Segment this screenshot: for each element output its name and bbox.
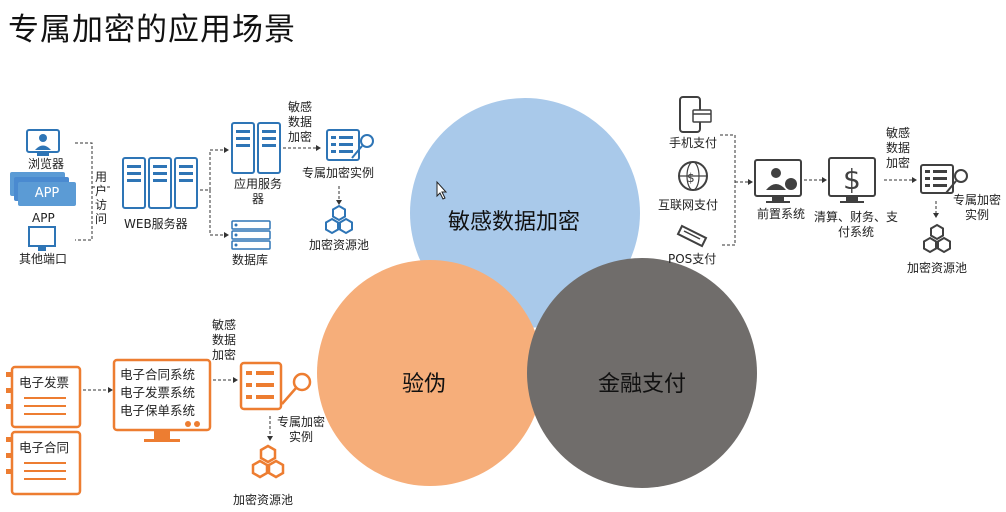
e-invoice-label: 电子发票: [19, 375, 70, 390]
mobile-pay-label: 手机支付: [669, 136, 718, 150]
system-item-2: 电子发票系统: [120, 385, 196, 400]
page-title: 专属加密的应用场景: [8, 12, 296, 48]
clearing-system-icon: $: [828, 157, 876, 203]
resource-pool-icon-verify: [251, 444, 285, 479]
dedicated-instance-label-web: 专属加密实例: [301, 166, 374, 180]
crypto-instance-icon-finance: [920, 164, 968, 194]
database-label: 数据库: [232, 253, 269, 267]
browser-label: 浏览器: [28, 157, 65, 171]
app-badge-label: APP: [34, 186, 60, 201]
circle-label-right: 金融支付: [598, 372, 687, 397]
app-server-icon: [231, 122, 281, 174]
circle-label-top: 敏感数据加密: [448, 210, 581, 235]
e-contract-label: 电子合同: [19, 440, 70, 455]
system-item-1: 电子合同系统: [120, 367, 196, 382]
front-system-label: 前置系统: [757, 207, 806, 221]
mobile-phone-icon: [679, 96, 712, 133]
crypto-instance-icon: [326, 129, 374, 161]
circle-anti-counterfeit: [317, 260, 543, 486]
circle-financial-payment: [527, 258, 757, 488]
monitor-icon: [28, 226, 56, 251]
browser-icon: [26, 129, 60, 156]
user-access-label: 用户访问: [94, 170, 107, 226]
pos-terminal-icon: [676, 224, 708, 248]
globe-dollar-icon: $: [678, 161, 708, 191]
systems-monitor-icon: [112, 358, 212, 442]
sensitive-encrypt-label-verify: 敏感数据加密: [211, 318, 236, 362]
sensitive-encrypt-label-web: 敏感数据加密: [287, 100, 312, 144]
front-system-icon: [754, 159, 802, 203]
internet-pay-label: 互联网支付: [658, 198, 719, 212]
resource-pool-icon-finance: [923, 223, 951, 254]
resource-pool-label-web: 加密资源池: [309, 238, 370, 252]
dedicated-instance-label-finance: 专属加密实例: [952, 193, 1001, 222]
app-server-label: 应用服务器: [234, 177, 283, 206]
other-port-label: 其他端口: [19, 252, 68, 266]
database-icon: [231, 220, 271, 250]
resource-pool-label-verify: 加密资源池: [233, 493, 294, 507]
app-icon: [10, 172, 76, 206]
circle-label-left: 验伪: [402, 372, 447, 397]
clearing-system-label: 清算、财务、支付系统: [814, 210, 899, 239]
system-item-3: 电子保单系统: [120, 403, 196, 418]
svg-text:$: $: [687, 171, 695, 185]
e-invoice-icon: [6, 365, 82, 429]
resource-pool-icon: [325, 204, 353, 235]
web-to-app-arrows: [200, 149, 224, 236]
resource-pool-label-finance: 加密资源池: [907, 261, 968, 275]
user-access-bracket: [75, 142, 110, 241]
payment-bracket: [720, 134, 748, 246]
app-label: APP: [32, 211, 55, 225]
e-contract-icon: [6, 430, 82, 496]
crypto-instance-icon-verify: [239, 361, 312, 411]
sensitive-encrypt-label-finance: 敏感数据加密: [885, 126, 910, 170]
web-server-label: WEB服务器: [124, 217, 188, 231]
svg-text:$: $: [843, 163, 861, 196]
pos-pay-label: POS支付: [668, 252, 717, 266]
dedicated-instance-label-verify: 专属加密实例: [276, 415, 325, 444]
web-server-icon: [122, 157, 198, 209]
